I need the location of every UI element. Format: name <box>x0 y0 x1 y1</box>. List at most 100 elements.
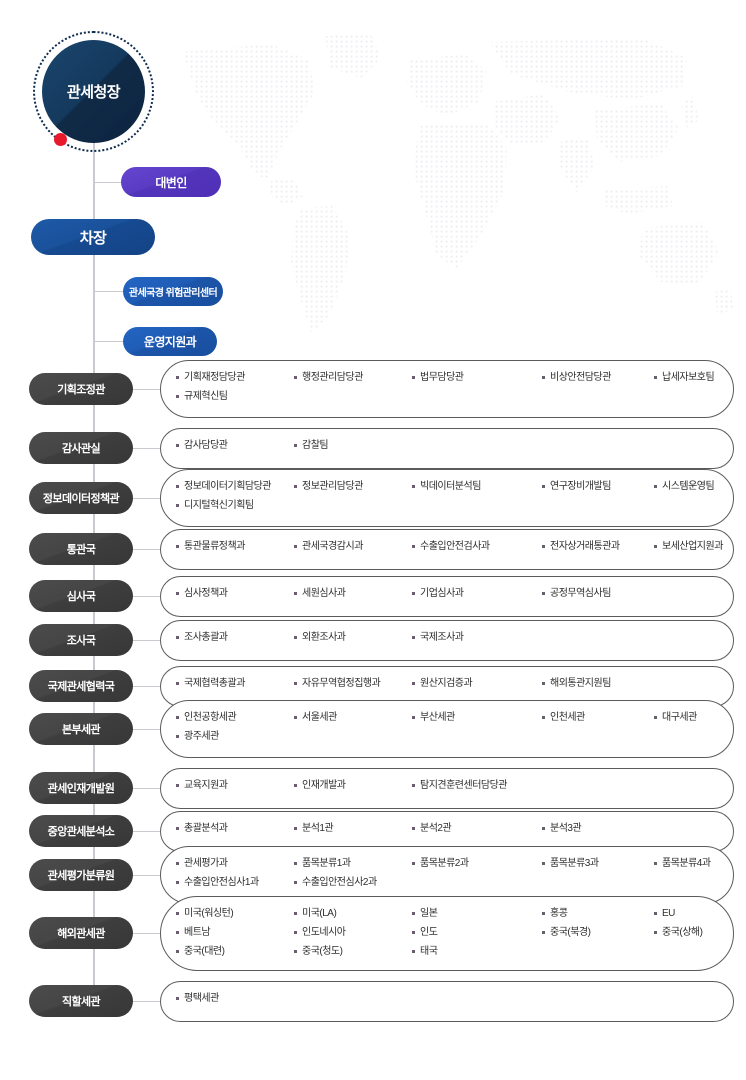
division-node-12[interactable]: 해외관세관 <box>29 917 133 949</box>
division-node-13[interactable]: 직할세관 <box>29 985 133 1017</box>
detail-item[interactable]: 법무담당관 <box>411 369 541 386</box>
division-node-11[interactable]: 관세평가분류원 <box>29 859 133 891</box>
detail-item[interactable]: 시스템운영팀 <box>653 478 746 495</box>
vertical-spine <box>93 140 95 1010</box>
detail-item[interactable]: 분석3관 <box>541 820 653 837</box>
detail-item[interactable]: 감사담당관 <box>175 437 293 454</box>
detail-item[interactable]: 정보데이터기획담당관 <box>175 478 293 495</box>
detail-item[interactable]: 교육지원과 <box>175 777 293 794</box>
detail-item[interactable]: 인재개발과 <box>293 777 411 794</box>
detail-item[interactable]: 자유무역협정집행과 <box>293 675 411 692</box>
stub-division-5 <box>133 596 160 597</box>
detail-item[interactable]: 인도 <box>411 924 541 941</box>
detail-item[interactable]: 탐지견훈련센터담당관 <box>411 777 541 794</box>
detail-item[interactable]: 수출입안전검사과 <box>411 538 541 555</box>
division-label: 국제관세협력국 <box>47 681 115 693</box>
detail-item[interactable]: 보세산업지원과 <box>653 538 746 555</box>
division-node-10[interactable]: 중앙관세분석소 <box>29 815 133 847</box>
detail-item[interactable]: 서울세관 <box>293 709 411 726</box>
detail-item[interactable]: 심사정책과 <box>175 585 293 602</box>
detail-item[interactable]: 기업심사과 <box>411 585 541 602</box>
detail-item-empty <box>653 777 746 794</box>
node-spokesperson[interactable]: 대변인 <box>121 167 221 197</box>
detail-item[interactable]: 중국(상해) <box>653 924 746 941</box>
detail-item[interactable]: 빅데이터분석팀 <box>411 478 541 495</box>
detail-item[interactable]: 인천공항세관 <box>175 709 293 726</box>
detail-item[interactable]: 품목분류2과 <box>411 855 541 872</box>
detail-item[interactable]: 인천세관 <box>541 709 653 726</box>
detail-item[interactable]: 행정관리담당관 <box>293 369 411 386</box>
stub-division-4 <box>133 549 160 550</box>
detail-item[interactable]: 정보관리담당관 <box>293 478 411 495</box>
detail-item[interactable]: 수출입안전심사1과 <box>175 874 293 891</box>
detail-item[interactable]: 디지털혁신기획팀 <box>175 497 293 514</box>
stub-risk-center <box>94 291 123 292</box>
detail-item-empty <box>411 728 541 745</box>
detail-item[interactable]: 통관물류정책과 <box>175 538 293 555</box>
detail-item[interactable]: 홍콩 <box>541 905 653 922</box>
detail-item[interactable]: 미국(워싱턴) <box>175 905 293 922</box>
detail-item[interactable]: 납세자보호팀 <box>653 369 746 386</box>
detail-item[interactable]: 대구세관 <box>653 709 746 726</box>
detail-item[interactable]: 규제혁신팀 <box>175 388 293 405</box>
detail-item[interactable]: 관세국경감시과 <box>293 538 411 555</box>
detail-item[interactable]: 태국 <box>411 943 541 960</box>
detail-item[interactable]: 외환조사과 <box>293 629 411 646</box>
detail-item[interactable]: 평택세관 <box>175 990 293 1007</box>
detail-item[interactable]: 일본 <box>411 905 541 922</box>
detail-item[interactable]: 해외통관지원팀 <box>541 675 653 692</box>
node-risk-management-center[interactable]: 관세국경 위험관리센터 <box>123 277 223 306</box>
node-commissioner[interactable]: 관세청장 <box>33 31 154 152</box>
division-node-1[interactable]: 기획조정관 <box>29 373 133 405</box>
detail-item[interactable]: 비상안전담당관 <box>541 369 653 386</box>
detail-item[interactable]: 미국(LA) <box>293 905 411 922</box>
commissioner-label: 관세청장 <box>42 40 145 143</box>
node-operations-support[interactable]: 운영지원과 <box>123 327 217 356</box>
detail-item[interactable]: 광주세관 <box>175 728 293 745</box>
division-label: 본부세관 <box>61 724 101 736</box>
detail-item[interactable]: 베트남 <box>175 924 293 941</box>
division-node-4[interactable]: 통관국 <box>29 533 133 565</box>
detail-item[interactable]: 중국(대련) <box>175 943 293 960</box>
detail-item[interactable]: 전자상거래통관과 <box>541 538 653 555</box>
detail-item[interactable]: 부산세관 <box>411 709 541 726</box>
detail-item[interactable]: 총괄분석과 <box>175 820 293 837</box>
detail-item[interactable]: 세원심사과 <box>293 585 411 602</box>
detail-item-empty <box>541 874 653 891</box>
detail-item[interactable]: 원산지검증과 <box>411 675 541 692</box>
detail-item[interactable]: 중국(북경) <box>541 924 653 941</box>
division-node-8[interactable]: 본부세관 <box>29 713 133 745</box>
stub-division-7 <box>133 686 160 687</box>
detail-item[interactable]: 품목분류1과 <box>293 855 411 872</box>
detail-item[interactable]: EU <box>653 905 746 922</box>
division-node-7[interactable]: 국제관세협력국 <box>29 670 133 702</box>
detail-item[interactable]: 국제조사과 <box>411 629 541 646</box>
detail-item[interactable]: 분석1관 <box>293 820 411 837</box>
detail-item[interactable]: 감찰팀 <box>293 437 411 454</box>
division-node-3[interactable]: 정보데이터정책관 <box>29 482 133 514</box>
detail-item[interactable]: 공정무역심사팀 <box>541 585 653 602</box>
division-node-9[interactable]: 관세인재개발원 <box>29 772 133 804</box>
detail-item[interactable]: 관세평가과 <box>175 855 293 872</box>
division-label: 심사국 <box>66 591 96 603</box>
detail-item[interactable]: 기획재정담당관 <box>175 369 293 386</box>
detail-item[interactable]: 연구장비개발팀 <box>541 478 653 495</box>
detail-item[interactable]: 품목분류4과 <box>653 855 746 872</box>
node-vice-commissioner[interactable]: 차장 <box>31 219 155 255</box>
detail-item[interactable]: 국제협력총괄과 <box>175 675 293 692</box>
division-node-6[interactable]: 조사국 <box>29 624 133 656</box>
detail-item[interactable]: 중국(청도) <box>293 943 411 960</box>
division-node-5[interactable]: 심사국 <box>29 580 133 612</box>
detail-item[interactable]: 분석2관 <box>411 820 541 837</box>
detail-item[interactable]: 수출입안전심사2과 <box>293 874 411 891</box>
detail-item[interactable]: 조사총괄과 <box>175 629 293 646</box>
detail-item-empty <box>653 585 746 602</box>
detail-item[interactable]: 품목분류3과 <box>541 855 653 872</box>
division-node-2[interactable]: 감사관실 <box>29 432 133 464</box>
detail-item[interactable]: 인도네시아 <box>293 924 411 941</box>
